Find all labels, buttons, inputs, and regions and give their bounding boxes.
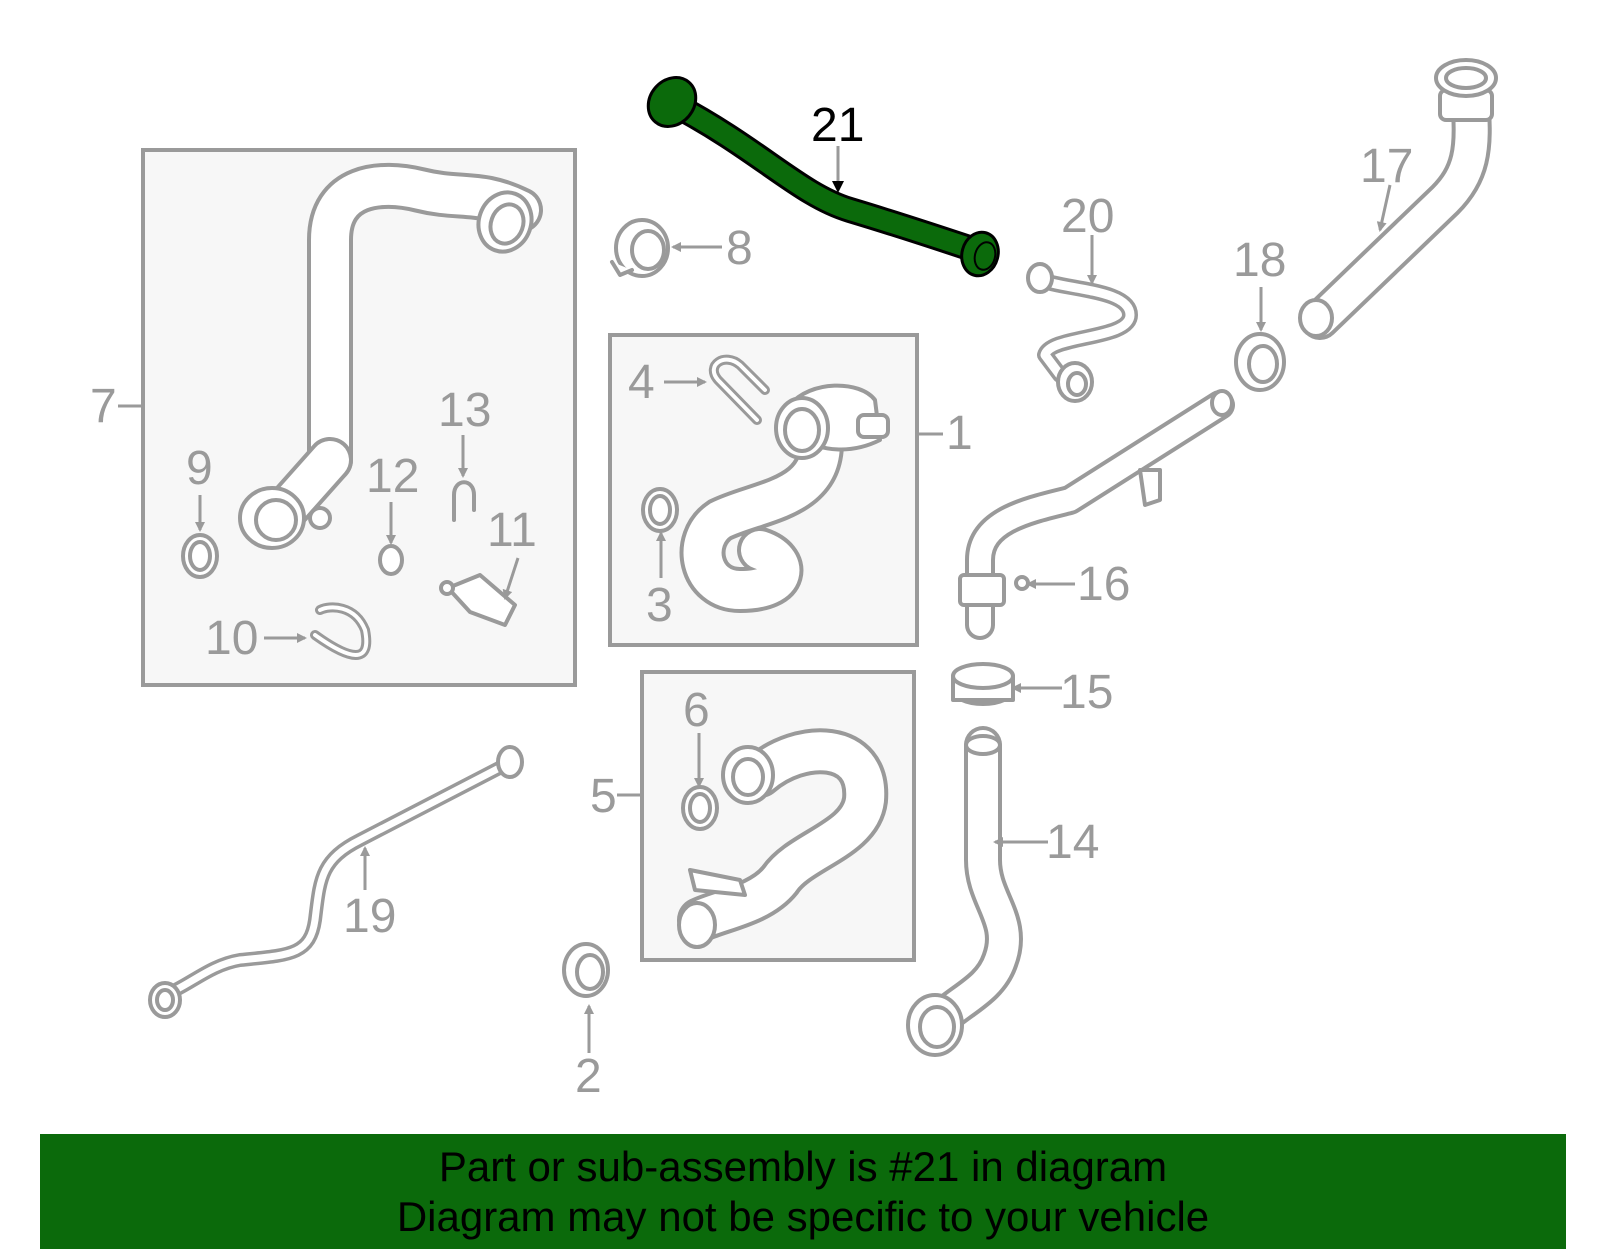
part-16-pipe[interactable] — [958, 389, 1235, 640]
callout-16[interactable]: 16 — [1077, 558, 1130, 611]
part-9-o-ring[interactable] — [181, 533, 219, 579]
part-4-clip[interactable] — [708, 354, 770, 425]
callout-4[interactable]: 4 — [628, 356, 655, 409]
part-18-clamp[interactable] — [1234, 332, 1286, 392]
part-7-radiator-hose[interactable] — [238, 162, 543, 550]
callout-labels: 21 8 20 17 18 7 9 13 12 11 10 4 1 3 16 1… — [90, 99, 1413, 1103]
banner-line-1: Part or sub-assembly is #21 in diagram — [438, 1143, 1168, 1190]
part-6-o-ring[interactable] — [681, 785, 719, 831]
banner-line-2: Diagram may not be specific to your vehi… — [396, 1193, 1210, 1240]
callout-6[interactable]: 6 — [683, 684, 710, 737]
part-20-pipe[interactable] — [1026, 262, 1138, 403]
part-19-pipe[interactable] — [148, 745, 524, 1019]
callout-21[interactable]: 21 — [811, 99, 864, 152]
info-banner: Part or sub-assembly is #21 in diagram D… — [40, 1134, 1566, 1249]
part-8-clamp[interactable] — [610, 218, 670, 278]
callout-14[interactable]: 14 — [1046, 816, 1099, 869]
part-13-clip[interactable] — [452, 480, 476, 522]
callout-10[interactable]: 10 — [205, 612, 258, 665]
callout-2[interactable]: 2 — [575, 1050, 602, 1103]
callout-3[interactable]: 3 — [646, 579, 673, 632]
part-11-sensor[interactable] — [439, 573, 517, 627]
part-15-clamp[interactable] — [951, 662, 1015, 706]
part-10-clip[interactable] — [310, 602, 372, 660]
callout-15[interactable]: 15 — [1060, 666, 1113, 719]
part-3-o-ring[interactable] — [641, 487, 679, 533]
callout-8[interactable]: 8 — [726, 222, 753, 275]
callout-20[interactable]: 20 — [1061, 190, 1114, 243]
callout-13[interactable]: 13 — [438, 384, 491, 437]
leader-lines — [118, 146, 1392, 1053]
callout-5[interactable]: 5 — [590, 770, 617, 823]
callout-12[interactable]: 12 — [366, 450, 419, 503]
part-21-coolant-hose[interactable] — [638, 68, 1003, 280]
callout-19[interactable]: 19 — [343, 890, 396, 943]
callout-9[interactable]: 9 — [186, 442, 213, 495]
callout-17[interactable]: 17 — [1360, 140, 1413, 193]
part-2-clamp[interactable] — [562, 942, 610, 998]
part-1-hose-assembly[interactable] — [679, 383, 890, 613]
callout-7[interactable]: 7 — [90, 380, 117, 433]
callout-1[interactable]: 1 — [946, 407, 973, 460]
callout-11[interactable]: 11 — [487, 504, 537, 557]
part-5-pipe-assembly[interactable] — [677, 728, 889, 949]
part-12-o-ring[interactable] — [378, 544, 404, 576]
part-14-hose[interactable] — [906, 726, 1023, 1057]
callout-18[interactable]: 18 — [1233, 234, 1286, 287]
part-17-hose[interactable] — [1298, 58, 1498, 340]
